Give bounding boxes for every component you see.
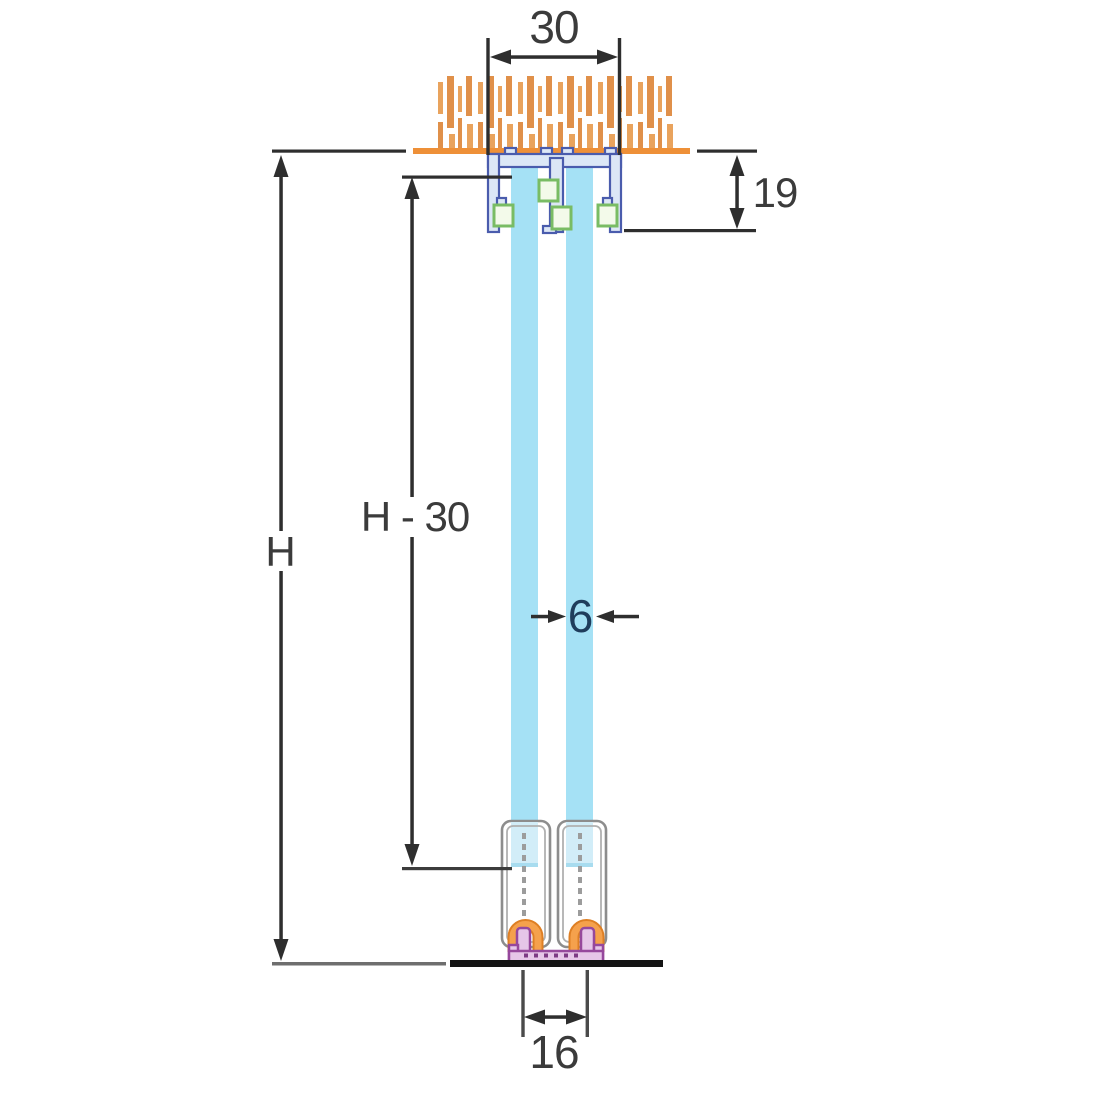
- floor-guide-serrations: [524, 953, 578, 958]
- extension-line: [697, 149, 757, 153]
- extension-line: [402, 175, 512, 179]
- arrow-shaft: [735, 170, 739, 214]
- arrow-shaft: [279, 172, 283, 531]
- arrowhead-left: [596, 610, 614, 623]
- arrow-shaft: [279, 571, 283, 944]
- ceiling-hatch: [436, 76, 676, 149]
- arrowhead-right: [566, 1009, 587, 1025]
- extension-line: [617, 38, 622, 155]
- dimension-track-width: 30: [486, 1, 622, 155]
- gasket-right: [596, 203, 619, 228]
- dimension-track-depth: 19: [272, 149, 798, 233]
- track-left-wall: [486, 152, 501, 234]
- glass-panel-right: [566, 167, 593, 820]
- arrowhead-right: [597, 49, 618, 65]
- dim-label-16: 16: [529, 1026, 578, 1078]
- track-gaskets: [492, 178, 619, 231]
- dim-label-19: 19: [753, 169, 798, 216]
- track-right-wall: [608, 152, 623, 234]
- gasket-left: [492, 203, 515, 228]
- arrow-shaft: [503, 55, 605, 59]
- arrowhead-down: [273, 939, 289, 961]
- arrowhead-up: [273, 155, 289, 177]
- arrowhead-right: [548, 610, 566, 623]
- dimension-floor-guide: 16: [521, 970, 589, 1078]
- extension-line: [624, 229, 756, 233]
- dim-label-6: 6: [568, 590, 593, 642]
- dim-label-30: 30: [529, 1, 578, 53]
- dimension-total-height: H: [265, 155, 296, 961]
- gasket-centre-lower: [550, 205, 573, 231]
- dimension-glass-thickness: 6: [531, 590, 639, 642]
- glass-panel-left: [511, 167, 538, 820]
- floor-guide-profile: [507, 926, 605, 966]
- arrowhead-up: [404, 177, 420, 199]
- arrowhead-up: [729, 155, 745, 176]
- glass-bottom-edge-left: [511, 863, 538, 867]
- arrowhead-left: [490, 49, 511, 65]
- arrow-shaft: [410, 537, 414, 849]
- gasket-centre-upper: [537, 178, 560, 203]
- arrow-shaft: [607, 614, 639, 619]
- dimension-glass-height: H - 30: [361, 175, 512, 871]
- extension-line: [486, 38, 490, 155]
- arrow-shaft: [410, 194, 414, 497]
- arrow-shaft: [531, 614, 552, 619]
- dim-label-H: H: [265, 528, 294, 575]
- dim-label-H-30: H - 30: [361, 493, 469, 540]
- arrowhead-down: [729, 208, 745, 229]
- floor-line: [450, 960, 663, 967]
- bottom-door-profiles: [500, 819, 608, 949]
- floor-extension-gray: [272, 962, 446, 966]
- extension-line: [585, 970, 589, 1037]
- arrowhead-left: [524, 1009, 545, 1025]
- extension-line: [272, 149, 406, 153]
- extension-line: [521, 970, 525, 1037]
- arrowhead-down: [404, 844, 420, 866]
- arrow-shaft: [538, 1015, 572, 1019]
- extension-line: [402, 867, 512, 871]
- glass-bottom-edge-right: [566, 863, 593, 867]
